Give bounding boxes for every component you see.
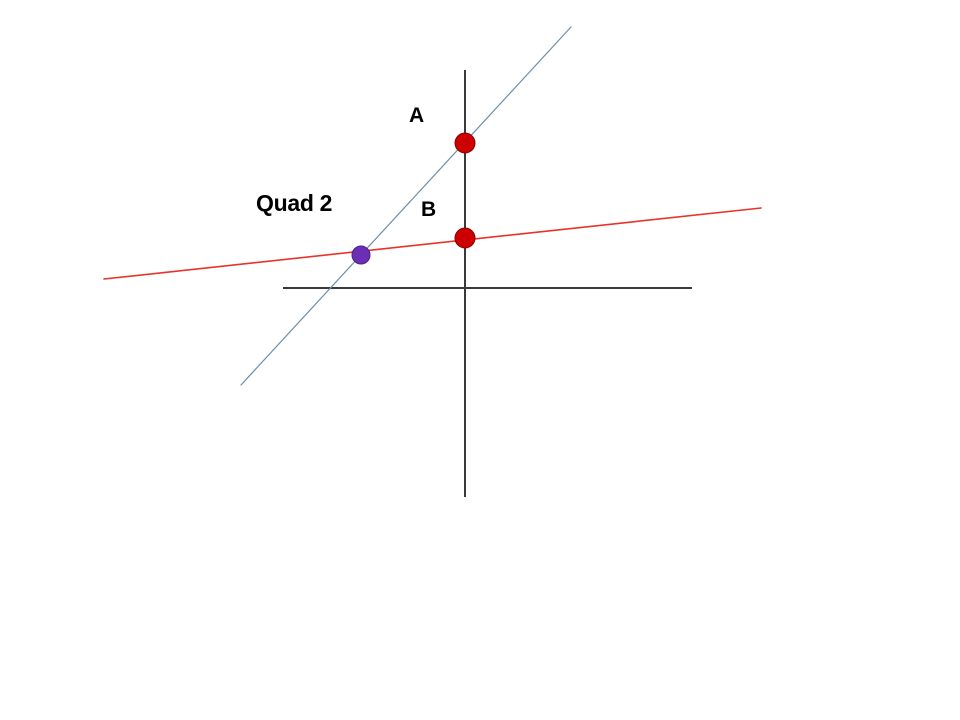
- label-point-a: A: [409, 104, 424, 127]
- line-blue-steep: [240, 26, 572, 386]
- label-point-b: B: [421, 198, 436, 221]
- line-red-shallow: [103, 207, 762, 280]
- point-marker-a[interactable]: [454, 132, 476, 154]
- point-marker-b[interactable]: [454, 227, 476, 249]
- label-quadrant-2: Quad 2: [256, 190, 333, 216]
- point-marker-intersection[interactable]: [351, 245, 371, 265]
